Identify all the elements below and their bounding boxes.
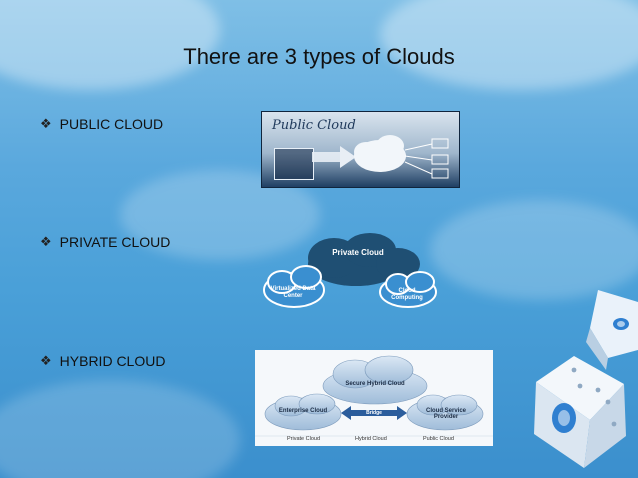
dice-top xyxy=(586,290,638,370)
enterprise-cloud-label: Enterprise Cloud xyxy=(278,408,328,414)
server-box xyxy=(274,148,314,180)
bullet-label: PRIVATE CLOUD xyxy=(59,234,171,250)
public-cloud-caption: Public Cloud xyxy=(272,118,356,133)
bridge-label: Bridge xyxy=(366,410,382,416)
footer-public-cloud: Public Cloud xyxy=(423,436,454,442)
public-cloud-diagram xyxy=(312,135,449,179)
private-cloud-label: Private Cloud xyxy=(332,248,384,257)
virtualized-data-center-label: Virtualized Data Center xyxy=(270,286,316,299)
slide-title: There are 3 types of Clouds xyxy=(183,44,455,69)
bullet-label: PUBLIC CLOUD xyxy=(59,116,164,132)
private-cloud-image: Private Cloud Virtualized Data Center Cl… xyxy=(258,232,446,310)
bullet-diamond-icon: ❖ xyxy=(40,353,52,368)
cloud-service-provider-label: Cloud Service Provider xyxy=(425,408,466,420)
bullet-public-cloud: ❖ PUBLIC CLOUD xyxy=(40,116,163,132)
background-cloud xyxy=(0,380,240,478)
footer-private-cloud: Private Cloud xyxy=(287,436,321,442)
bullet-diamond-icon: ❖ xyxy=(40,234,52,249)
dice-decoration xyxy=(534,290,638,468)
dice-bottom xyxy=(534,356,626,468)
background-cloud xyxy=(430,200,638,300)
secure-hybrid-cloud-label: Secure Hybrid Cloud xyxy=(345,381,405,387)
bullet-diamond-icon: ❖ xyxy=(40,116,52,131)
cloud-computing-label: Cloud Computing xyxy=(391,288,423,301)
background-cloud xyxy=(380,0,638,90)
bullet-private-cloud: ❖ PRIVATE CLOUD xyxy=(40,234,170,250)
footer-hybrid-cloud: Hybrid Cloud xyxy=(355,436,387,442)
private-cloud-diagram xyxy=(263,233,437,308)
bullet-hybrid-cloud: ❖ HYBRID CLOUD xyxy=(40,353,165,369)
hybrid-cloud-diagram xyxy=(255,355,493,437)
public-cloud-image: Public Cloud xyxy=(261,111,460,188)
bullet-label: HYBRID CLOUD xyxy=(59,353,166,369)
hybrid-cloud-image: Secure Hybrid Cloud Enterprise Cloud Bri… xyxy=(255,350,493,446)
